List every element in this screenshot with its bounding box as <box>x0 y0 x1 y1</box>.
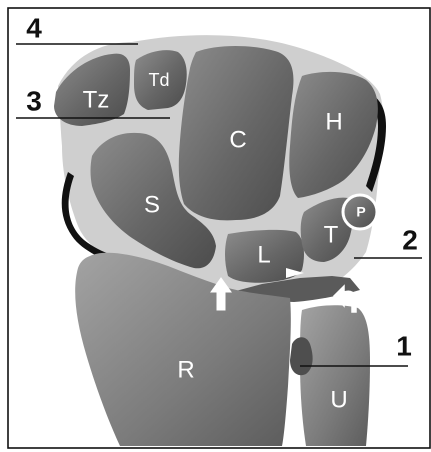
label-3: 3 <box>26 85 42 116</box>
scaphoid-label: S <box>144 191 160 218</box>
pisiform-label: P <box>356 204 365 220</box>
triquetrum-label: T <box>324 221 339 248</box>
ulna-label: U <box>330 386 347 413</box>
label-4: 4 <box>26 12 42 43</box>
ulna-bone <box>300 305 370 446</box>
capitate-label: C <box>229 126 246 153</box>
lunate-label: L <box>257 241 270 268</box>
trapezoid-label: Td <box>148 70 169 90</box>
radius-label: R <box>177 356 194 383</box>
label-2: 2 <box>402 224 418 255</box>
hamate-label: H <box>325 108 342 135</box>
ulnar-styloid <box>290 337 313 375</box>
trapezium-label: Tz <box>83 86 110 113</box>
label-1: 1 <box>396 330 412 361</box>
